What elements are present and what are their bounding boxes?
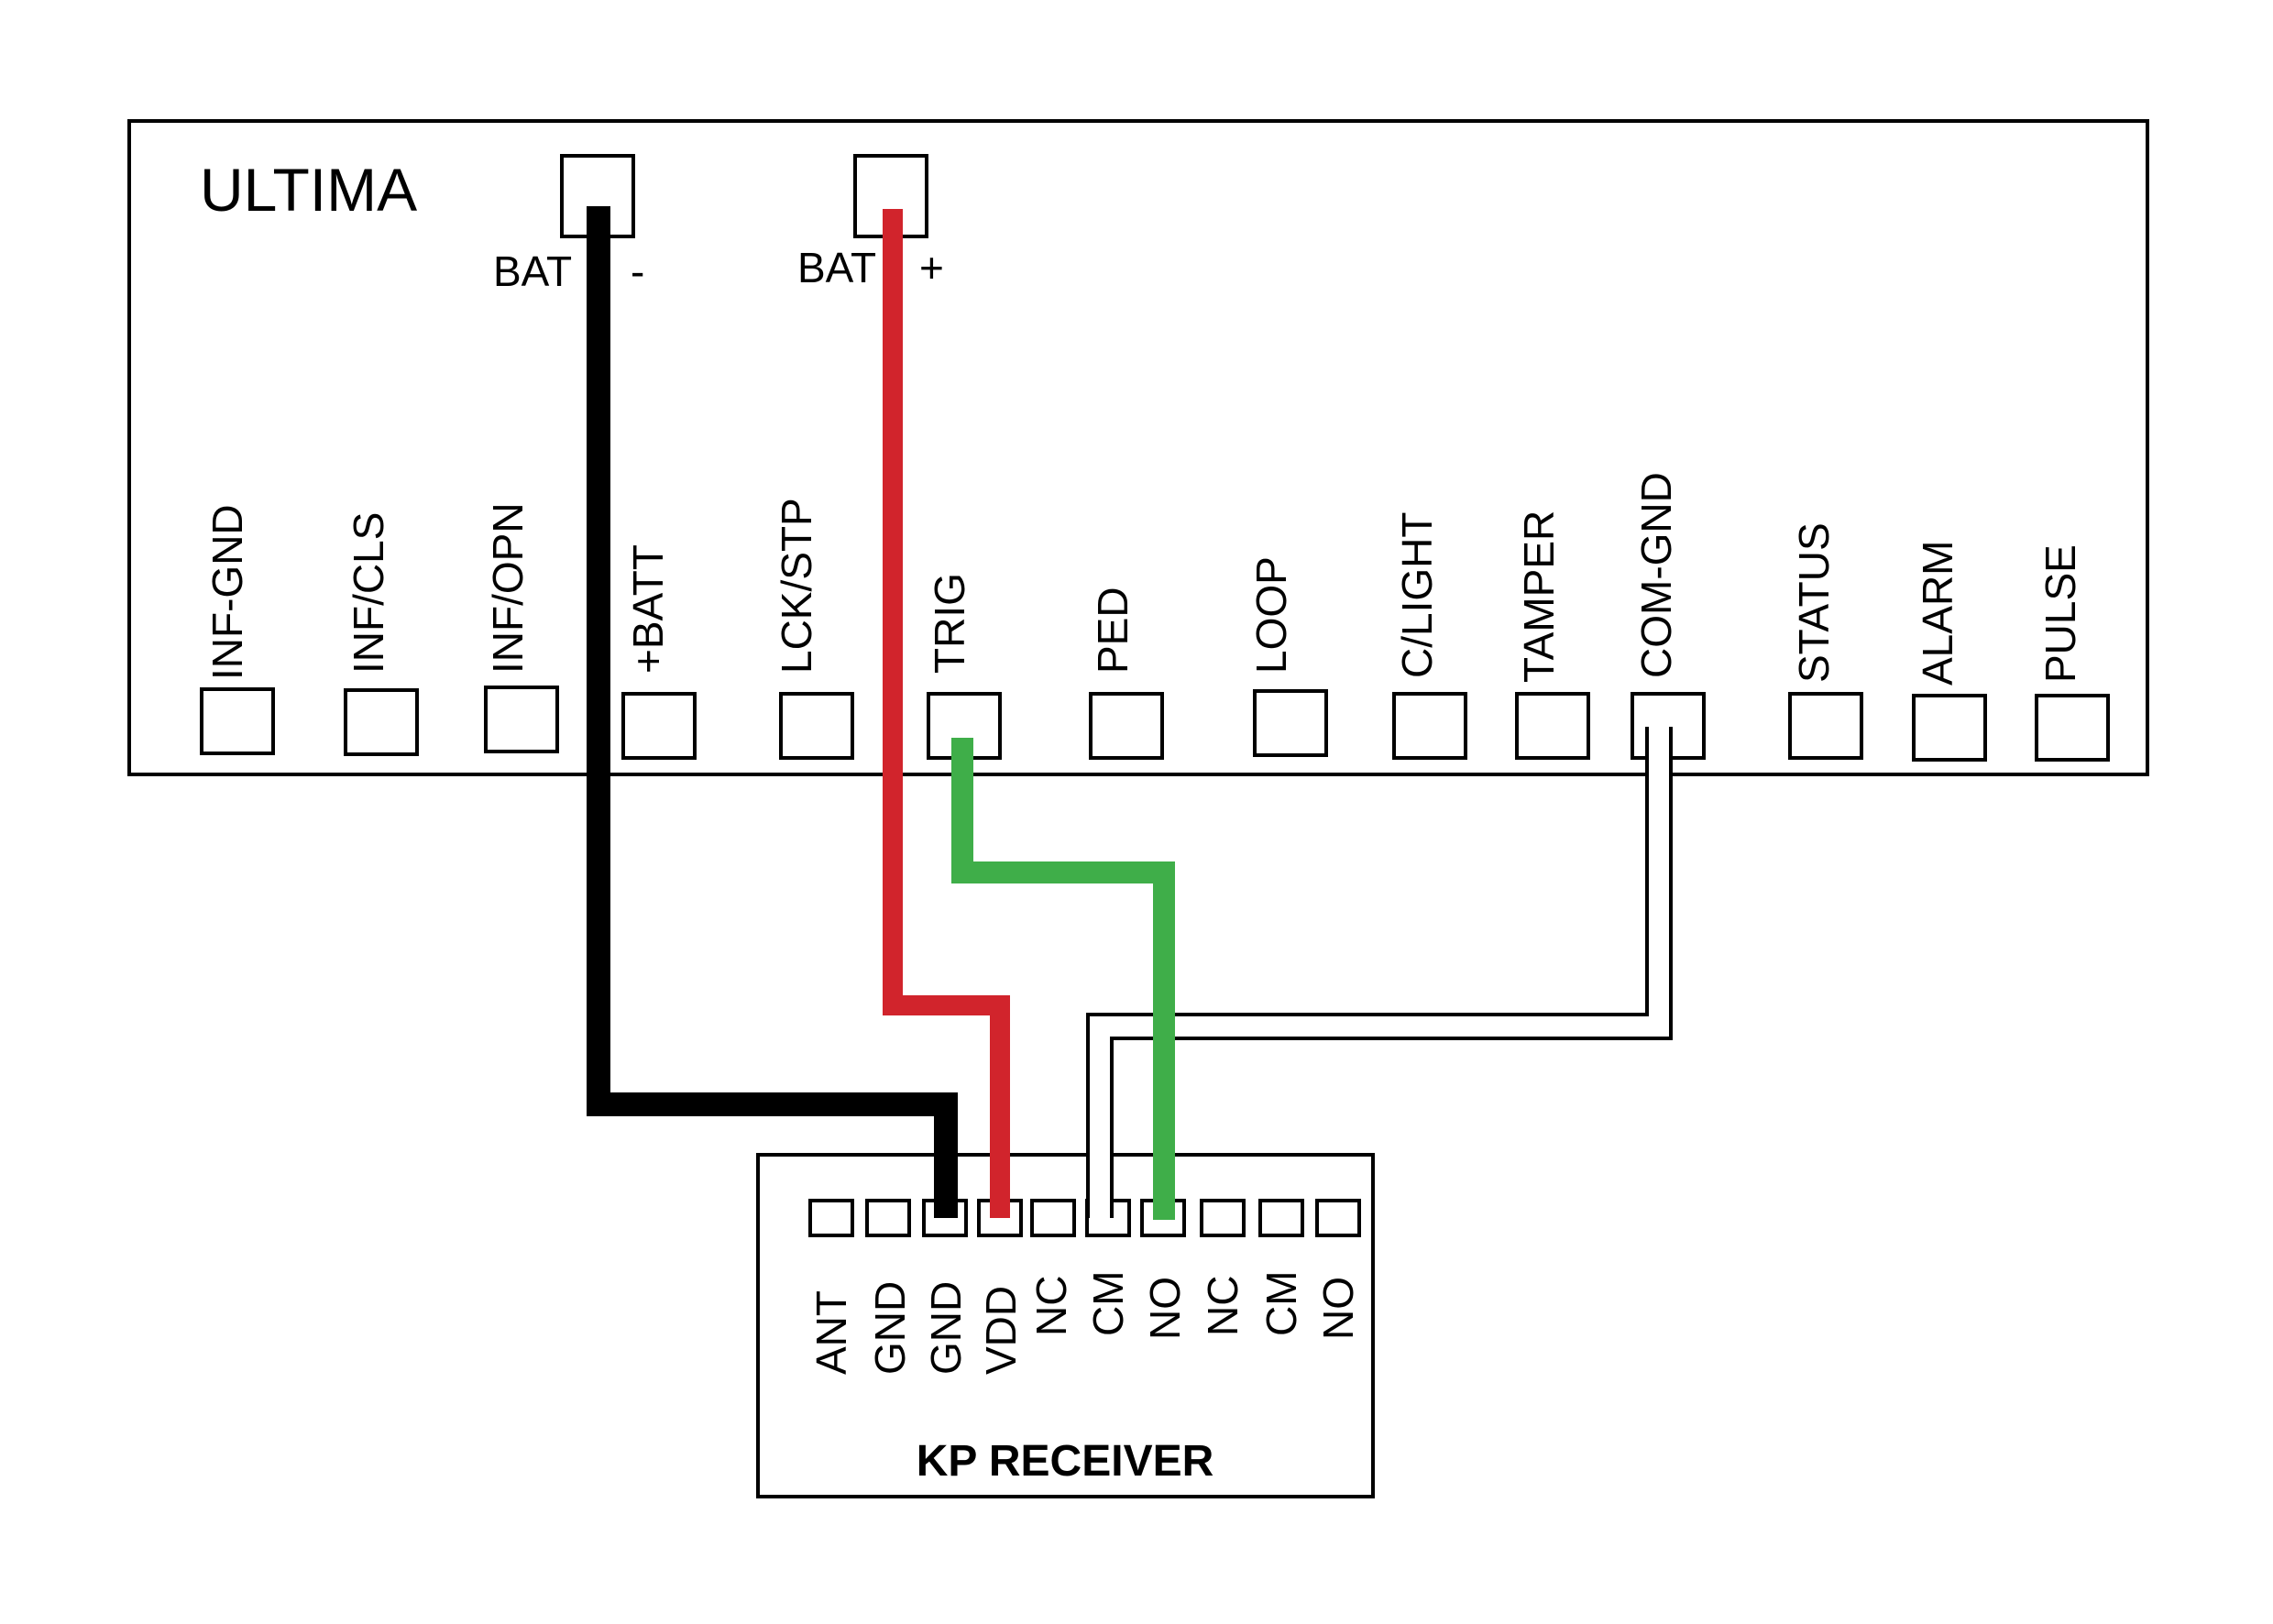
terminal-inf-gnd: INF-GND xyxy=(200,504,275,755)
ultima-board: ULTIMA BAT - BAT + INF-GND INF/CLS INF/O… xyxy=(127,119,2149,776)
red-wire xyxy=(883,209,1010,1218)
terminal-label: PED xyxy=(1089,587,1136,674)
terminal-label: ALARM xyxy=(1914,541,1961,686)
bat-pos-label: BAT xyxy=(797,244,876,291)
terminal-label: STATUS xyxy=(1790,522,1838,683)
terminal-label: INF/OPN xyxy=(484,502,532,674)
terminal-com-gnd: COM-GND xyxy=(1631,472,1706,760)
terminal-trig: TRIG xyxy=(926,573,1002,760)
bat-neg-sign: - xyxy=(631,247,644,295)
receiver-terminal-label: GND xyxy=(922,1281,970,1375)
receiver-terminal-label: CM xyxy=(1257,1270,1305,1336)
receiver-terminal-vdd: VDD xyxy=(977,1199,1025,1375)
receiver-terminal-cm-1: CM xyxy=(1084,1199,1132,1336)
receiver-terminal-nc-1: NC xyxy=(1027,1199,1076,1336)
receiver-terminal-label: NO xyxy=(1141,1277,1189,1340)
terminal-label: C/LIGHT xyxy=(1393,512,1441,678)
terminal-label: PULSE xyxy=(2037,544,2084,683)
receiver-terminal-label: ANT xyxy=(807,1290,855,1375)
receiver-terminal-label: CM xyxy=(1084,1270,1132,1336)
terminal-label: INF-GND xyxy=(203,504,251,680)
terminal-inf-opn: INF/OPN xyxy=(484,502,559,753)
white-wire-core xyxy=(1090,727,1669,1218)
bat-neg-label: BAT xyxy=(493,247,572,295)
terminal-lck-stp: LCK/STP xyxy=(773,498,854,760)
terminal-c-light: C/LIGHT xyxy=(1392,512,1467,760)
ultima-terminal-strip: INF-GND INF/CLS INF/OPN +BATT LCK/STP TR… xyxy=(200,472,2110,762)
kp-receiver: KP RECEIVER ANT GND GND VDD NC xyxy=(756,1153,1375,1498)
receiver-terminal-gnd-2: GND xyxy=(922,1199,970,1375)
receiver-terminal-label: NO xyxy=(1314,1277,1362,1340)
wires xyxy=(587,206,1673,1220)
terminal-label: COM-GND xyxy=(1632,472,1680,678)
receiver-terminal-label: GND xyxy=(866,1281,914,1375)
receiver-terminal-ant: ANT xyxy=(807,1199,855,1375)
terminal-label: LCK/STP xyxy=(773,498,820,674)
terminal-inf-cls: INF/CLS xyxy=(344,512,419,756)
terminal-label: +BATT xyxy=(624,544,672,674)
bat-pos-sign: + xyxy=(919,244,944,291)
terminal-loop: LOOP xyxy=(1247,556,1328,757)
terminal-label: TAMPER xyxy=(1515,510,1563,683)
terminal-label: TRIG xyxy=(926,573,973,674)
receiver-terminal-no-1: NO xyxy=(1140,1199,1189,1340)
terminal-label: INF/CLS xyxy=(345,512,392,674)
receiver-terminal-label: NC xyxy=(1027,1276,1075,1336)
terminal-ped: PED xyxy=(1089,587,1164,760)
receiver-terminal-no-2: NO xyxy=(1314,1199,1362,1340)
receiver-terminal-strip: ANT GND GND VDD NC CM xyxy=(807,1199,1362,1375)
receiver-terminal-nc-2: NC xyxy=(1199,1199,1246,1336)
terminal-alarm: ALARM xyxy=(1912,541,1987,762)
receiver-terminal-label: VDD xyxy=(977,1286,1025,1375)
receiver-terminal-label: NC xyxy=(1199,1276,1246,1336)
black-wire xyxy=(587,206,958,1218)
green-wire xyxy=(951,738,1175,1220)
bat-pos-terminal: BAT + xyxy=(797,154,944,291)
terminal-status: STATUS xyxy=(1788,522,1863,760)
terminal-tamper: TAMPER xyxy=(1515,510,1590,760)
terminal-label: LOOP xyxy=(1247,556,1295,674)
white-wire xyxy=(1086,727,1673,1218)
receiver-terminal-gnd-1: GND xyxy=(865,1199,914,1375)
receiver-title: KP RECEIVER xyxy=(917,1437,1214,1486)
bat-neg-terminal: BAT - xyxy=(493,154,644,295)
receiver-terminal-cm-2: CM xyxy=(1257,1199,1305,1336)
terminal-pulse: PULSE xyxy=(2035,544,2110,762)
ultima-title: ULTIMA xyxy=(200,156,417,224)
terminal-batt: +BATT xyxy=(621,544,697,760)
